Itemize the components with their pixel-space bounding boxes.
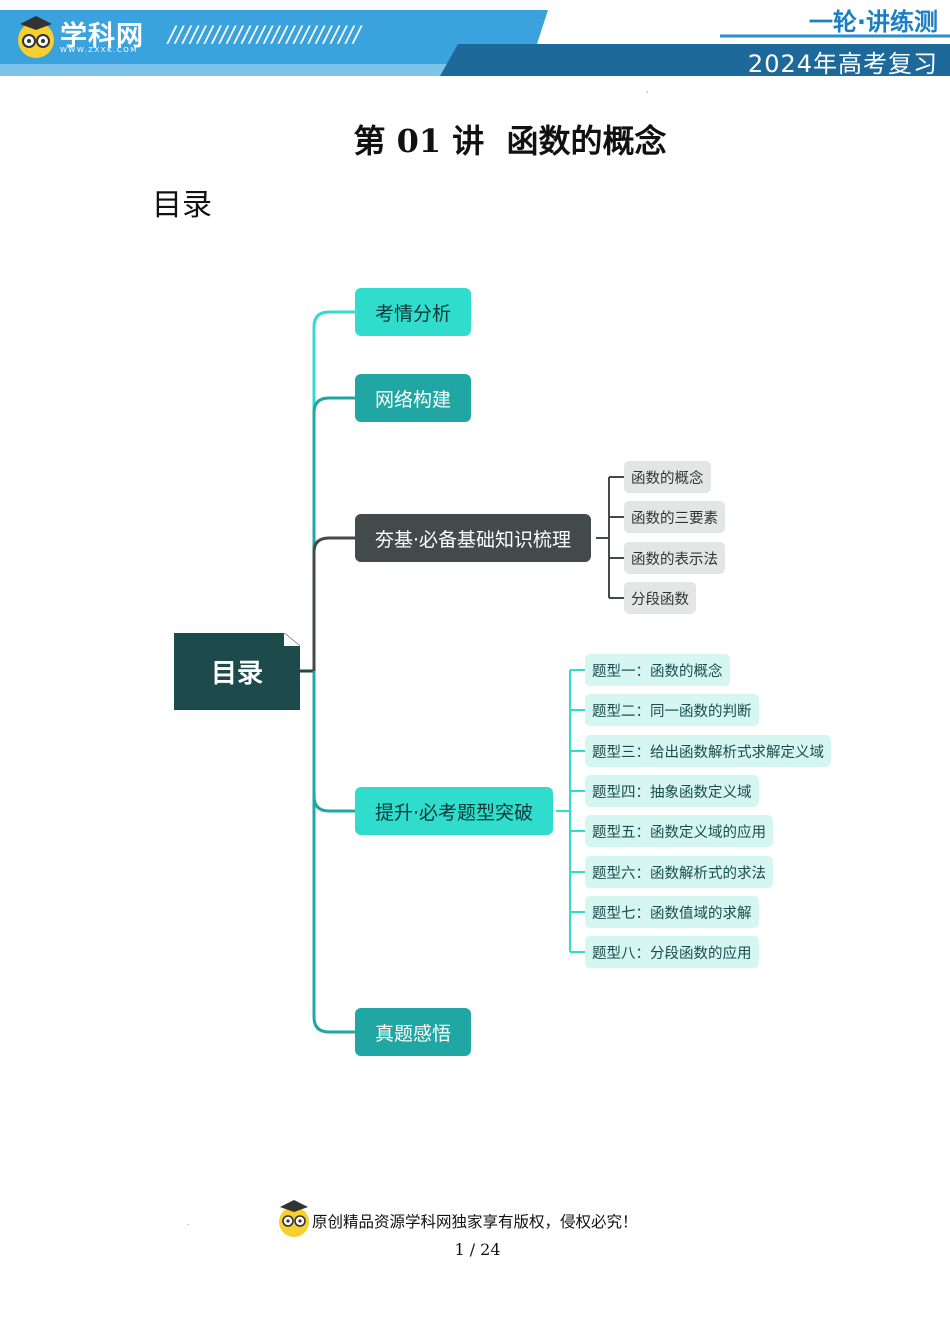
leaf-question-type: 题型七：函数值域的求解 [585,896,759,928]
owl-logo-icon [18,16,54,58]
page-title: 第 01 讲 函数的概念 [353,122,667,160]
leaf-question-type: 题型二：同一函数的判断 [585,694,759,726]
copyright-notice: 原创精品资源学科网独家享有版权，侵权必究！ [312,1213,638,1231]
owl-footer-icon [279,1200,309,1237]
toc-heading: 目录 [152,188,212,223]
leaf-question-type: 题型五：函数定义域的应用 [585,815,773,847]
logo-text: 学科网 [60,21,144,52]
stray-mark: . [187,1218,190,1227]
branch-exam-analysis: 考情分析 [355,288,472,336]
leaf-question-type: 题型六：函数解析式的求法 [585,856,773,888]
series-name: 一轮·讲练测 [808,8,938,36]
page-number: 1 / 24 [454,1240,501,1259]
leaf-question-type: 题型三：给出函数解析式求解定义域 [585,735,831,767]
leaf-question-type: 题型四：抽象函数定义域 [585,775,759,807]
leaf-question-type: 题型八：分段函数的应用 [585,936,759,968]
header-banner [0,10,950,76]
mindmap-root: 目录 [174,633,300,710]
branch-question-types: 提升·必考题型突破 [355,787,554,835]
year-label: 2024年高考复习 [747,50,938,78]
branch-real-exam: 真题感悟 [355,1008,472,1056]
branch-network-build: 网络构建 [355,374,472,422]
header-decoration: ////////////////////////// [168,23,361,48]
leaf-knowledge: 分段函数 [624,582,696,614]
leaf-knowledge: 函数的三要素 [624,501,725,533]
leaf-knowledge: 函数的表示法 [624,542,725,574]
logo-url: WWW.ZXXK.COM [60,46,138,54]
leaf-question-type: 题型一：函数的概念 [585,654,730,686]
stray-mark: ' [646,90,649,99]
leaf-knowledge: 函数的概念 [624,461,711,493]
branch-basic-knowledge: 夯基·必备基础知识梳理 [355,514,592,562]
